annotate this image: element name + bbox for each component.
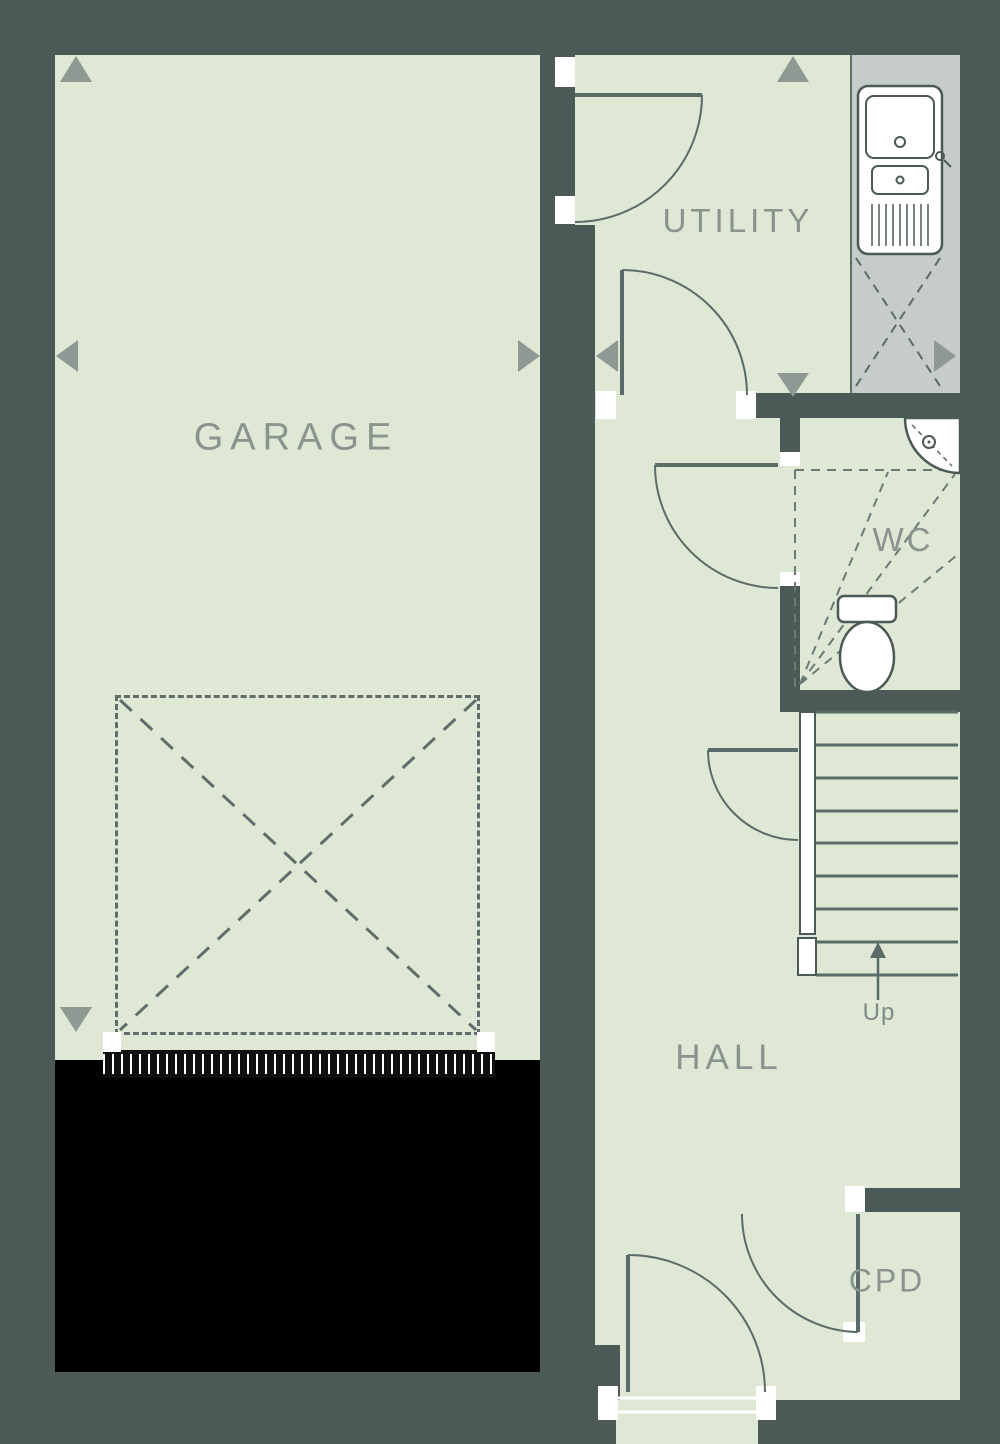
door-bottom-entrance — [626, 1254, 766, 1393]
door-jamb — [596, 391, 616, 419]
marker-down-icon — [60, 1007, 92, 1032]
bottom-door-opening — [616, 1400, 758, 1444]
door-jamb — [845, 1186, 865, 1212]
door-jamb — [598, 1386, 618, 1420]
door-top-entrance — [574, 93, 703, 223]
direction-markers — [56, 56, 956, 1032]
utility-label: UTILITY — [662, 202, 814, 239]
marker-down-icon — [777, 373, 809, 397]
staircase — [797, 710, 958, 977]
door-cpd — [741, 1213, 860, 1333]
top-door-recess — [575, 55, 595, 225]
shower-icon — [903, 416, 962, 475]
wall-bottom-right — [758, 1400, 1000, 1444]
door-understairs — [707, 748, 799, 841]
toilet-icon — [836, 594, 898, 694]
marker-left-icon — [596, 340, 618, 372]
marker-up-icon — [777, 56, 809, 82]
door-wc — [654, 463, 779, 589]
cpd-label: CPD — [848, 1262, 926, 1299]
marker-right-icon — [518, 340, 540, 372]
door-jamb — [555, 57, 575, 87]
parking-bay-cross — [118, 698, 478, 1032]
marker-right-icon — [934, 340, 956, 372]
garage-label: GARAGE — [193, 416, 399, 459]
door-utility — [620, 269, 748, 396]
garage-door-jamb — [477, 1032, 495, 1052]
door-jamb — [780, 452, 800, 466]
garage-door — [103, 1050, 495, 1078]
tap-icon — [935, 151, 952, 168]
hall-label: HALL — [675, 1038, 783, 1077]
sink-icon — [856, 84, 952, 256]
wall-wc-bottom — [780, 690, 960, 712]
wall-wc-left-upper — [780, 418, 800, 452]
appliance-space-dashed — [855, 257, 941, 387]
up-arrow — [870, 942, 886, 1000]
marker-up-icon — [60, 56, 92, 82]
stairs-up-label: Up — [862, 999, 896, 1026]
marker-left-icon — [56, 340, 78, 372]
wc-label: WC — [872, 521, 934, 558]
parking-bay-outline — [115, 695, 480, 1035]
door-jamb — [736, 391, 756, 419]
door-jamb — [756, 1386, 776, 1420]
wall-utility-bottom — [756, 393, 960, 418]
door-jamb — [555, 196, 575, 224]
room-garage — [55, 55, 540, 1060]
bottom-door-threshold — [618, 1396, 756, 1414]
garage-door-jamb — [103, 1032, 121, 1052]
driveway-void — [55, 1060, 540, 1372]
